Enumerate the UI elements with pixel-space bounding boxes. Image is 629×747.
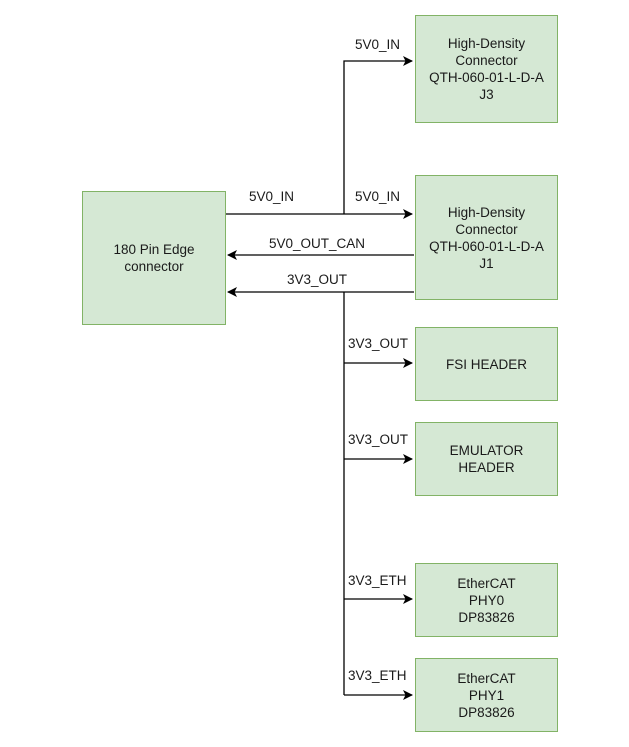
phy1-line-1: EtherCAT: [457, 670, 516, 686]
label-3v3-out-emulator: 3V3_OUT: [348, 432, 409, 447]
j1-line-1: High-Density: [447, 204, 526, 220]
j3-line-4: J3: [479, 87, 494, 102]
fsi-line-1: FSI HEADER: [445, 356, 527, 372]
phy0-line-2: PHY0: [468, 592, 505, 608]
j1-line-2: Connector: [455, 221, 518, 237]
edge-line-1: 180 Pin Edge: [113, 242, 195, 257]
emu-line-1: EMULATOR: [449, 443, 524, 458]
label-5v0-in-j3: 5V0_IN: [355, 37, 401, 52]
phy0-line-1: EtherCAT: [457, 575, 516, 591]
edge-connector-block: 180 Pin Edge connector: [82, 191, 226, 325]
label-3v3-eth-phy0: 3V3_ETH: [348, 573, 407, 588]
label-3v3-out-fsi: 3V3_OUT: [348, 336, 409, 351]
j1-line-4: J1: [479, 255, 494, 271]
phy1-line-3: DP83826: [458, 704, 515, 720]
emu-line-2: HEADER: [458, 460, 515, 475]
phy0-line-3: DP83826: [458, 609, 515, 625]
edge-line-2: connector: [124, 259, 184, 274]
label-5v0-in-j1: 5V0_IN: [355, 189, 401, 204]
label-3v3-out: 3V3_OUT: [287, 272, 348, 287]
j3-line-2: Connector: [455, 53, 518, 68]
phy1-line-2: PHY1: [468, 687, 505, 703]
j3-line-1: High-Density: [447, 36, 526, 51]
emulator-header-block: EMULATOR HEADER: [415, 422, 558, 496]
j1-line-3: QTH-060-01-L-D-A: [429, 238, 544, 254]
label-3v3-eth-phy1: 3V3_ETH: [348, 668, 407, 683]
label-5v0-in-edge: 5V0_IN: [249, 189, 295, 204]
j3-connector-block: High-Density Connector QTH-060-01-L-D-A …: [415, 15, 558, 123]
j1-connector-block: High-Density Connector QTH-060-01-L-D-A …: [415, 175, 558, 300]
ethercat-phy1-block: EtherCAT PHY1 DP83826: [415, 658, 558, 732]
fsi-header-block: FSI HEADER: [415, 327, 558, 401]
ethercat-phy0-block: EtherCAT PHY0 DP83826: [415, 563, 558, 637]
j3-line-3: QTH-060-01-L-D-A: [429, 70, 544, 85]
label-5v0-out-can: 5V0_OUT_CAN: [269, 236, 366, 251]
wire-5v0-in-j3: [343, 56, 413, 214]
